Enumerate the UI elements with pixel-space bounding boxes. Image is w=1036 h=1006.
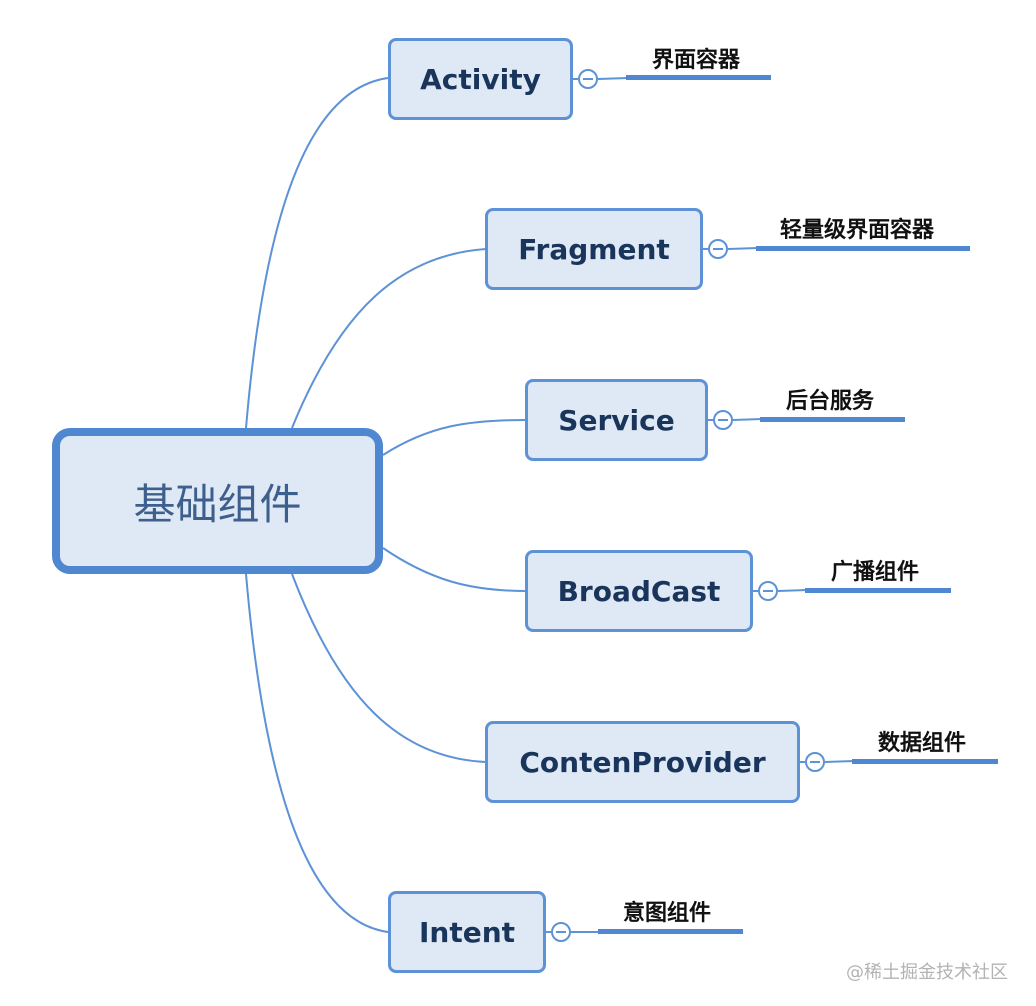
branch-node-service[interactable]: Service (525, 379, 708, 461)
branch-label-service: Service (558, 403, 675, 437)
branch-label-fragment: Fragment (518, 232, 670, 266)
branch-label-broadcast: BroadCast (557, 574, 721, 608)
leaf-label-activity[interactable]: 界面容器 (652, 48, 741, 73)
minus-icon (583, 78, 593, 80)
leaf-underline-broadcast (805, 588, 951, 593)
leaf-link-fragment (727, 247, 759, 250)
connector-contenprovider (291, 573, 487, 763)
connector-intent (245, 573, 389, 933)
leaf-underline-intent (598, 929, 743, 934)
minus-icon (810, 761, 820, 763)
leaf-underline-service (760, 417, 905, 422)
collapse-toggle-fragment[interactable] (708, 239, 728, 259)
collapse-toggle-activity[interactable] (578, 69, 598, 89)
root-node-label: 基础组件 (133, 479, 302, 529)
minus-icon (763, 590, 773, 592)
collapse-toggle-intent[interactable] (551, 922, 571, 942)
leaf-label-broadcast[interactable]: 广播组件 (831, 560, 920, 585)
watermark-text: @稀土掘金技术社区 (846, 962, 1008, 983)
leaf-link-contenprovider (824, 760, 855, 763)
leaf-underline-activity (626, 75, 771, 80)
branch-node-broadcast[interactable]: BroadCast (525, 550, 753, 632)
leaf-label-contenprovider[interactable]: 数据组件 (878, 731, 967, 756)
branch-node-intent[interactable]: Intent (388, 891, 546, 973)
connector-broadcast (382, 547, 527, 592)
root-node[interactable]: 基础组件 (52, 428, 383, 574)
collapse-toggle-broadcast[interactable] (758, 581, 778, 601)
connector-service (382, 419, 527, 456)
minus-icon (713, 248, 723, 250)
connector-fragment (291, 248, 487, 429)
branch-node-contenprovider[interactable]: ContenProvider (485, 721, 800, 803)
branch-label-activity: Activity (420, 62, 541, 96)
minus-icon (556, 931, 566, 933)
leaf-label-fragment[interactable]: 轻量级界面容器 (780, 218, 935, 243)
leaf-link-activity (597, 77, 629, 80)
branch-label-contenprovider: ContenProvider (519, 745, 766, 779)
collapse-toggle-service[interactable] (713, 410, 733, 430)
branch-node-fragment[interactable]: Fragment (485, 208, 703, 290)
connector-activity (245, 77, 389, 429)
collapse-toggle-contenprovider[interactable] (805, 752, 825, 772)
branch-label-intent: Intent (418, 915, 516, 949)
leaf-underline-contenprovider (852, 759, 998, 764)
leaf-underline-fragment (756, 246, 970, 251)
minus-icon (718, 419, 728, 421)
branch-node-activity[interactable]: Activity (388, 38, 573, 120)
leaf-link-broadcast (777, 589, 808, 592)
leaf-link-service (732, 418, 763, 421)
leaf-label-service[interactable]: 后台服务 (786, 389, 875, 414)
leaf-label-intent[interactable]: 意图组件 (623, 901, 712, 926)
